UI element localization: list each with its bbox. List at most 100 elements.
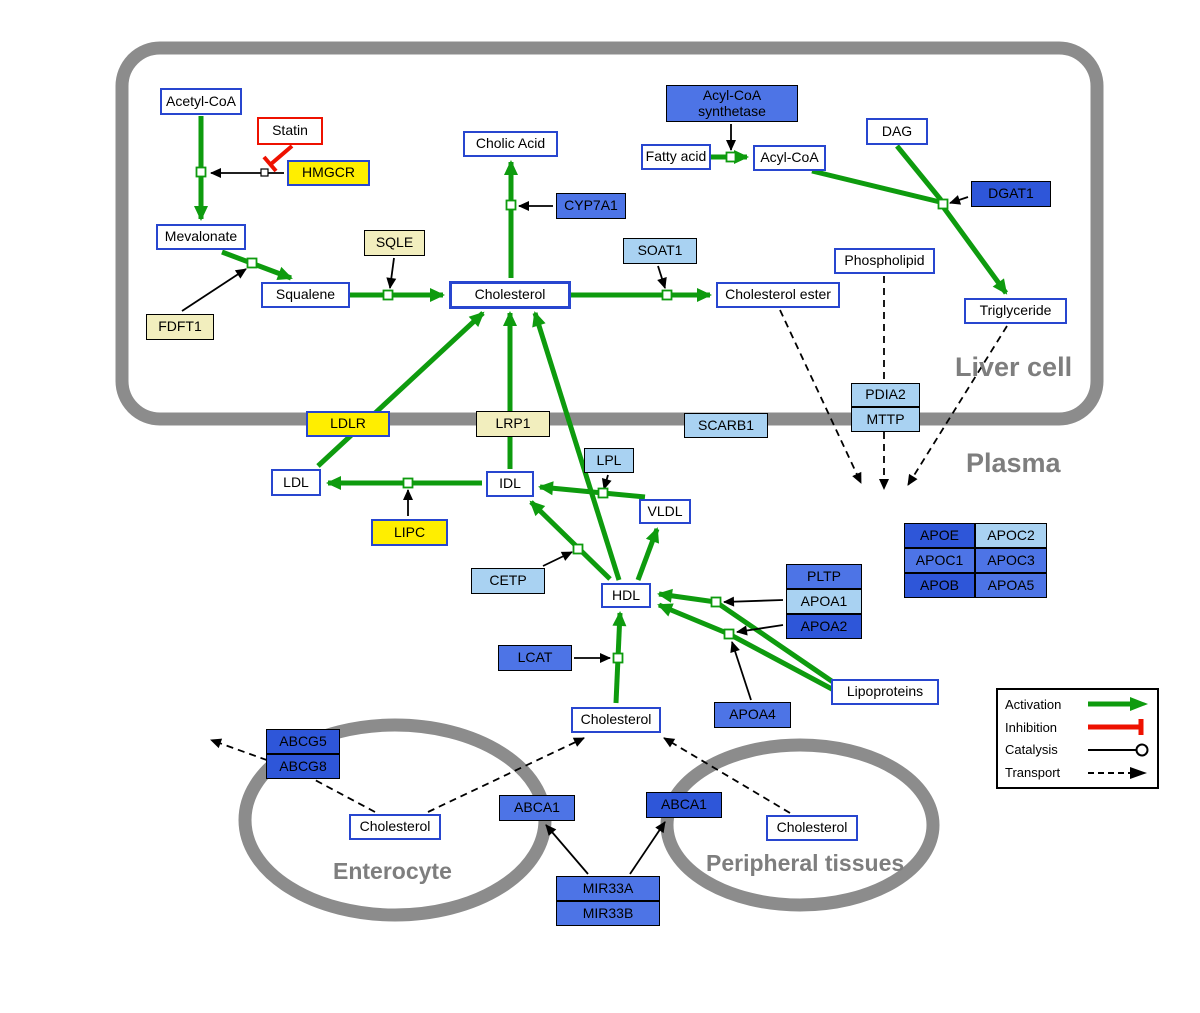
catalysis-fdft1 (181, 268, 247, 312)
inhibition-tbar-icon (1088, 719, 1144, 736)
node-lipoproteins[interactable]: Lipoproteins (831, 679, 939, 705)
catalysis-sqle (386, 257, 397, 289)
legend-row-activation: Activation (1005, 695, 1150, 713)
reaction-node-dgat1 (937, 198, 949, 210)
peripheral-tissues-label: Peripheral tissues (706, 850, 905, 876)
node-idl[interactable]: IDL (486, 471, 534, 497)
node-cholesterol-plasma[interactable]: Cholesterol (571, 707, 661, 733)
edge-junction-to-triglyceride (941, 206, 1009, 295)
legend-transport-label: Transport (1005, 765, 1061, 781)
node-cholesterol-peripheral[interactable]: Cholesterol (766, 815, 858, 841)
node-dag[interactable]: DAG (866, 118, 928, 145)
node-apob[interactable]: APOB (904, 573, 975, 598)
node-apoa1[interactable]: APOA1 (786, 589, 862, 614)
regulation-mir33-to-abca1-peripheral (629, 821, 666, 875)
enterocyte-label: Enterocyte (333, 858, 452, 884)
catalysis-dgat1 (949, 195, 969, 205)
regulation-mir33-to-abca1-enterocyte (545, 824, 589, 875)
inhibition-statin-hmgcr-tbar (262, 155, 278, 173)
node-cholesterol-enterocyte[interactable]: Cholesterol (349, 814, 441, 840)
legend-row-transport: Transport (1005, 764, 1150, 782)
node-apoa2[interactable]: APOA2 (786, 614, 862, 639)
node-apoe[interactable]: APOE (904, 523, 975, 548)
node-lcat[interactable]: LCAT (498, 645, 572, 671)
edge-hdl-to-idl-via-cetp (529, 500, 612, 581)
edge-dag-to-dgat1-junction (895, 144, 943, 202)
plasma-label: Plasma (966, 448, 1061, 478)
node-apoc3[interactable]: APOC3 (975, 548, 1047, 573)
legend-inhibition-label: Inhibition (1005, 719, 1058, 735)
node-cholesterol-liver[interactable]: Cholesterol (449, 281, 571, 309)
node-abcg8[interactable]: ABCG8 (266, 754, 340, 779)
node-mttp[interactable]: MTTP (851, 407, 920, 432)
catalysis-apoa4 (730, 641, 752, 701)
node-cetp[interactable]: CETP (471, 568, 545, 594)
node-pdia2[interactable]: PDIA2 (851, 383, 920, 407)
reaction-node-soat1 (661, 289, 673, 301)
node-statin[interactable]: Statin (257, 117, 323, 145)
node-mir33a[interactable]: MIR33A (556, 876, 660, 901)
node-abcg5[interactable]: ABCG5 (266, 729, 340, 754)
node-ldlr[interactable]: LDLR (306, 411, 390, 437)
node-hdl[interactable]: HDL (601, 583, 651, 608)
node-acetyl-coa[interactable]: Acetyl-CoA (160, 88, 242, 115)
node-apoc1[interactable]: APOC1 (904, 548, 975, 573)
node-lrp1[interactable]: LRP1 (476, 411, 550, 437)
node-cyp7a1[interactable]: CYP7A1 (556, 193, 626, 219)
reaction-node-sqle (382, 289, 394, 301)
node-apoc2[interactable]: APOC2 (975, 523, 1047, 548)
reaction-node-lpl (597, 487, 609, 499)
edge-ldl-via-ldlr-to-cholesterol (316, 311, 485, 468)
node-abca1-enterocyte[interactable]: ABCA1 (499, 795, 575, 821)
node-soat1[interactable]: SOAT1 (623, 238, 697, 264)
reaction-node-acs (725, 151, 737, 163)
node-triglyceride[interactable]: Triglyceride (964, 298, 1067, 324)
catalysis-soat1 (657, 265, 667, 289)
catalysis-cetp (542, 551, 573, 567)
node-squalene[interactable]: Squalene (261, 282, 350, 308)
reaction-node-lipc (402, 477, 414, 489)
node-ldl[interactable]: LDL (271, 469, 321, 496)
reaction-node-hmgcr (195, 166, 207, 178)
node-sqle[interactable]: SQLE (364, 230, 425, 256)
node-mevalonate[interactable]: Mevalonate (156, 224, 246, 250)
edge-hdl-via-scarb1-to-cholesterol (532, 311, 622, 581)
node-vldl[interactable]: VLDL (639, 499, 691, 524)
node-mir33b[interactable]: MIR33B (556, 901, 660, 926)
node-hmgcr[interactable]: HMGCR (287, 160, 370, 186)
edge-acylcoa-to-dgat1-junction (811, 168, 941, 205)
reaction-node-fdft1 (246, 257, 258, 269)
legend: Activation Inhibition Catalysis Transpor… (996, 688, 1159, 789)
liver-cell-compartment (115, 41, 1104, 426)
node-pltp[interactable]: PLTP (786, 564, 862, 589)
catalysis-apoa1 (723, 596, 784, 607)
reaction-node-cyp7a1 (505, 199, 517, 211)
node-apoa4[interactable]: APOA4 (714, 702, 791, 728)
node-abca1-peripheral[interactable]: ABCA1 (646, 792, 722, 818)
inhibition-statin-hmgcr-line (269, 144, 294, 166)
node-acyl-coa-synthetase[interactable]: Acyl-CoA synthetase (666, 85, 798, 122)
node-phospholipid[interactable]: Phospholipid (834, 248, 935, 274)
node-fatty-acid[interactable]: Fatty acid (641, 144, 711, 170)
activation-arrow-icon (1088, 697, 1148, 712)
node-dgat1[interactable]: DGAT1 (971, 181, 1051, 207)
edge-vldl-to-idl (538, 481, 646, 500)
node-acyl-coa[interactable]: Acyl-CoA (753, 145, 826, 171)
node-scarb1[interactable]: SCARB1 (684, 413, 768, 438)
node-cholesterol-ester[interactable]: Cholesterol ester (716, 282, 840, 308)
node-cholic-acid[interactable]: Cholic Acid (463, 131, 558, 157)
transport-triglyceride-to-plasma (907, 325, 1008, 486)
node-apoa5[interactable]: APOA5 (975, 573, 1047, 598)
node-lpl[interactable]: LPL (584, 448, 634, 473)
node-fdft1[interactable]: FDFT1 (146, 314, 214, 340)
transport-dashed-arrow-icon (1088, 766, 1147, 779)
node-lipc[interactable]: LIPC (371, 519, 448, 546)
transport-enterocyte-cholesterol-to-plasma (427, 737, 585, 813)
catalysis-lpl (601, 474, 612, 490)
legend-catalysis-label: Catalysis (1005, 742, 1058, 758)
edge-hdl-to-vldl (635, 527, 660, 581)
reaction-node-lcat (612, 652, 624, 664)
reaction-node-apoa-upper (710, 596, 722, 608)
